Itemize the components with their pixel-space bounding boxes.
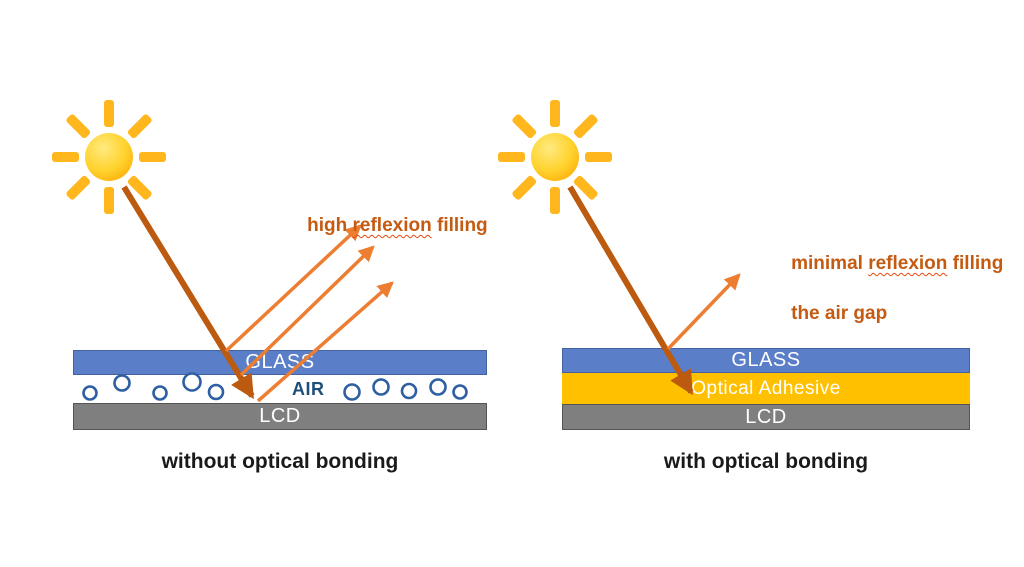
- right-annotation: minimal reflexion filling the air gap: [770, 226, 1003, 351]
- air-bubble: [82, 385, 98, 401]
- right-reflected-ray-arrow: [666, 273, 741, 351]
- left-caption: without optical bonding: [161, 450, 399, 473]
- left-lcd-label: LCD: [259, 405, 301, 427]
- right-caption: with optical bonding: [663, 450, 869, 473]
- air-bubble: [452, 384, 468, 400]
- left-lcd-layer: LCD: [73, 403, 487, 430]
- air-bubble: [207, 383, 225, 401]
- right-adhesive-label: Optical Adhesive: [691, 377, 841, 399]
- air-bubble: [400, 382, 418, 400]
- left-annotation-prefix: high: [307, 215, 353, 236]
- right-lcd-layer: LCD: [562, 404, 970, 430]
- left-glass-label: GLASS: [245, 351, 315, 373]
- air-bubble: [343, 383, 361, 401]
- right-lcd-label: LCD: [745, 405, 787, 428]
- left-air-label: AIR: [292, 379, 325, 399]
- left-annotation: high reflexion filling: [286, 188, 488, 263]
- right-annotation-prefix: minimal: [791, 253, 869, 274]
- air-bubble: [152, 385, 168, 401]
- air-bubble: [113, 374, 131, 392]
- right-adhesive-layer: Optical Adhesive: [562, 373, 970, 404]
- sun-icon: [52, 100, 166, 214]
- left-annotation-suffix: filling: [431, 215, 488, 236]
- right-annotation-suffix: filling: [947, 253, 1004, 274]
- right-glass-label: GLASS: [731, 349, 801, 371]
- air-bubble: [372, 378, 390, 396]
- sun-icon: [498, 100, 612, 214]
- left-glass-layer: GLASS: [73, 350, 487, 375]
- air-bubbles: [82, 372, 468, 401]
- right-glass-layer: GLASS: [562, 348, 970, 373]
- right-annotation-misspelled-word: reflexion: [868, 253, 948, 274]
- air-bubble: [429, 378, 447, 396]
- right-annotation-line2: the air gap: [791, 303, 888, 324]
- air-bubble: [182, 372, 202, 392]
- left-reflected-ray-arrow: [256, 281, 394, 403]
- left-annotation-misspelled-word: reflexion: [352, 215, 432, 236]
